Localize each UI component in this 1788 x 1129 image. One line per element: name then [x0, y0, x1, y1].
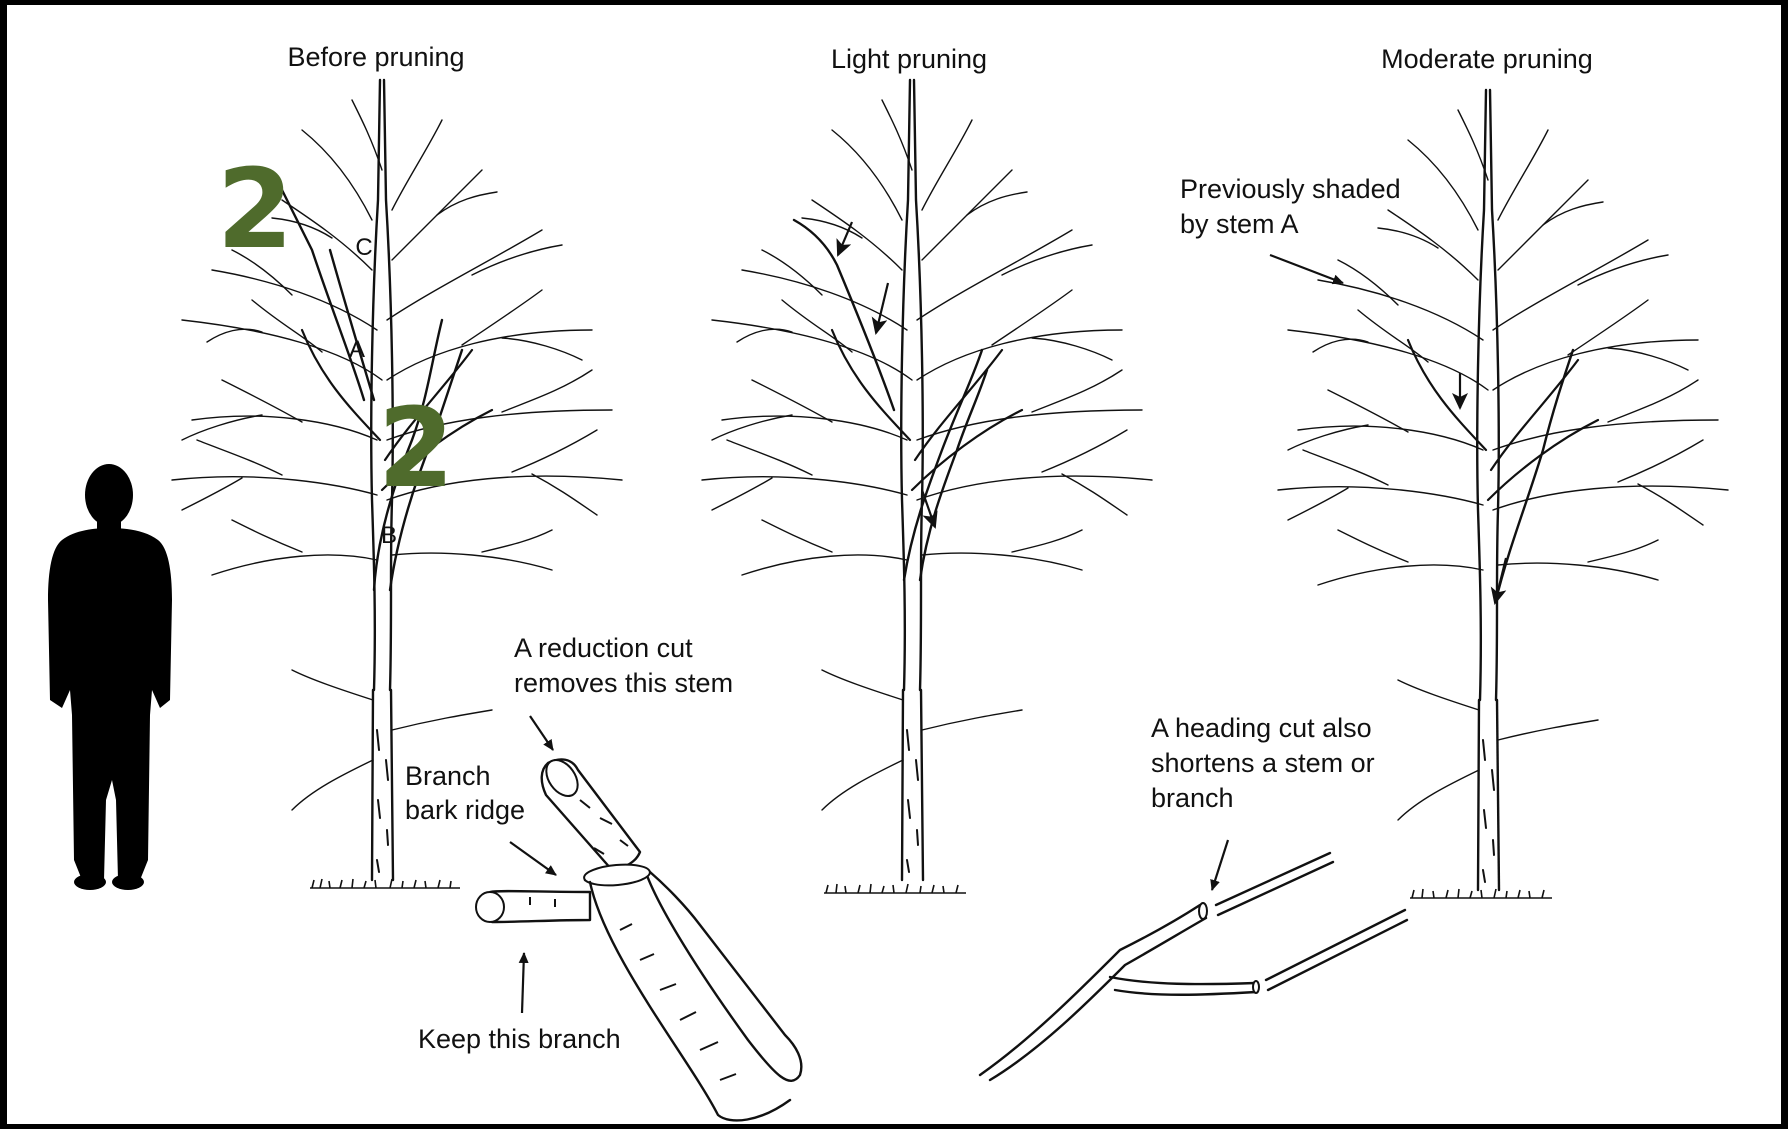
- person-silhouette-icon: [48, 464, 172, 890]
- heading-cut-label-line3: branch: [1151, 783, 1234, 813]
- shaded-arrow: [1270, 255, 1343, 283]
- reduction-cut-arrow: [530, 716, 553, 750]
- heading-cut-arrow: [1212, 840, 1228, 890]
- bark-ridge-arrow: [510, 842, 556, 875]
- stem-label-c: C: [355, 234, 372, 261]
- reduction-cut-label-line2: removes this stem: [514, 668, 733, 698]
- overlay-mark-2: 2: [378, 384, 455, 512]
- keep-branch-arrow: [522, 953, 524, 1013]
- ground-grass-before: [310, 879, 460, 888]
- panel-title-before: Before pruning: [287, 42, 464, 72]
- heading-cut-detail: [980, 853, 1407, 1080]
- branch-bark-label-line2: bark ridge: [405, 795, 525, 825]
- keep-branch-label: Keep this branch: [418, 1024, 621, 1054]
- heading-cut-label-line2: shortens a stem or: [1151, 748, 1375, 778]
- ground-grass-light: [824, 884, 966, 893]
- reduction-cut-label-line1: A reduction cut: [514, 633, 693, 663]
- heading-cut-label-line1: A heading cut also: [1151, 713, 1372, 743]
- branch-bark-label-line1: Branch: [405, 761, 491, 791]
- panel-title-light: Light pruning: [831, 44, 987, 74]
- tree-light-pruning: [702, 80, 1152, 880]
- overlay-mark-1: 2: [217, 145, 294, 273]
- shaded-label-line1: Previously shaded: [1180, 174, 1401, 204]
- panel-title-moderate: Moderate pruning: [1381, 44, 1593, 74]
- ground-grass-moderate: [1410, 889, 1552, 898]
- stem-label-b: B: [381, 522, 397, 549]
- shaded-label-line2: by stem A: [1180, 209, 1299, 239]
- stem-label-a: A: [349, 336, 365, 363]
